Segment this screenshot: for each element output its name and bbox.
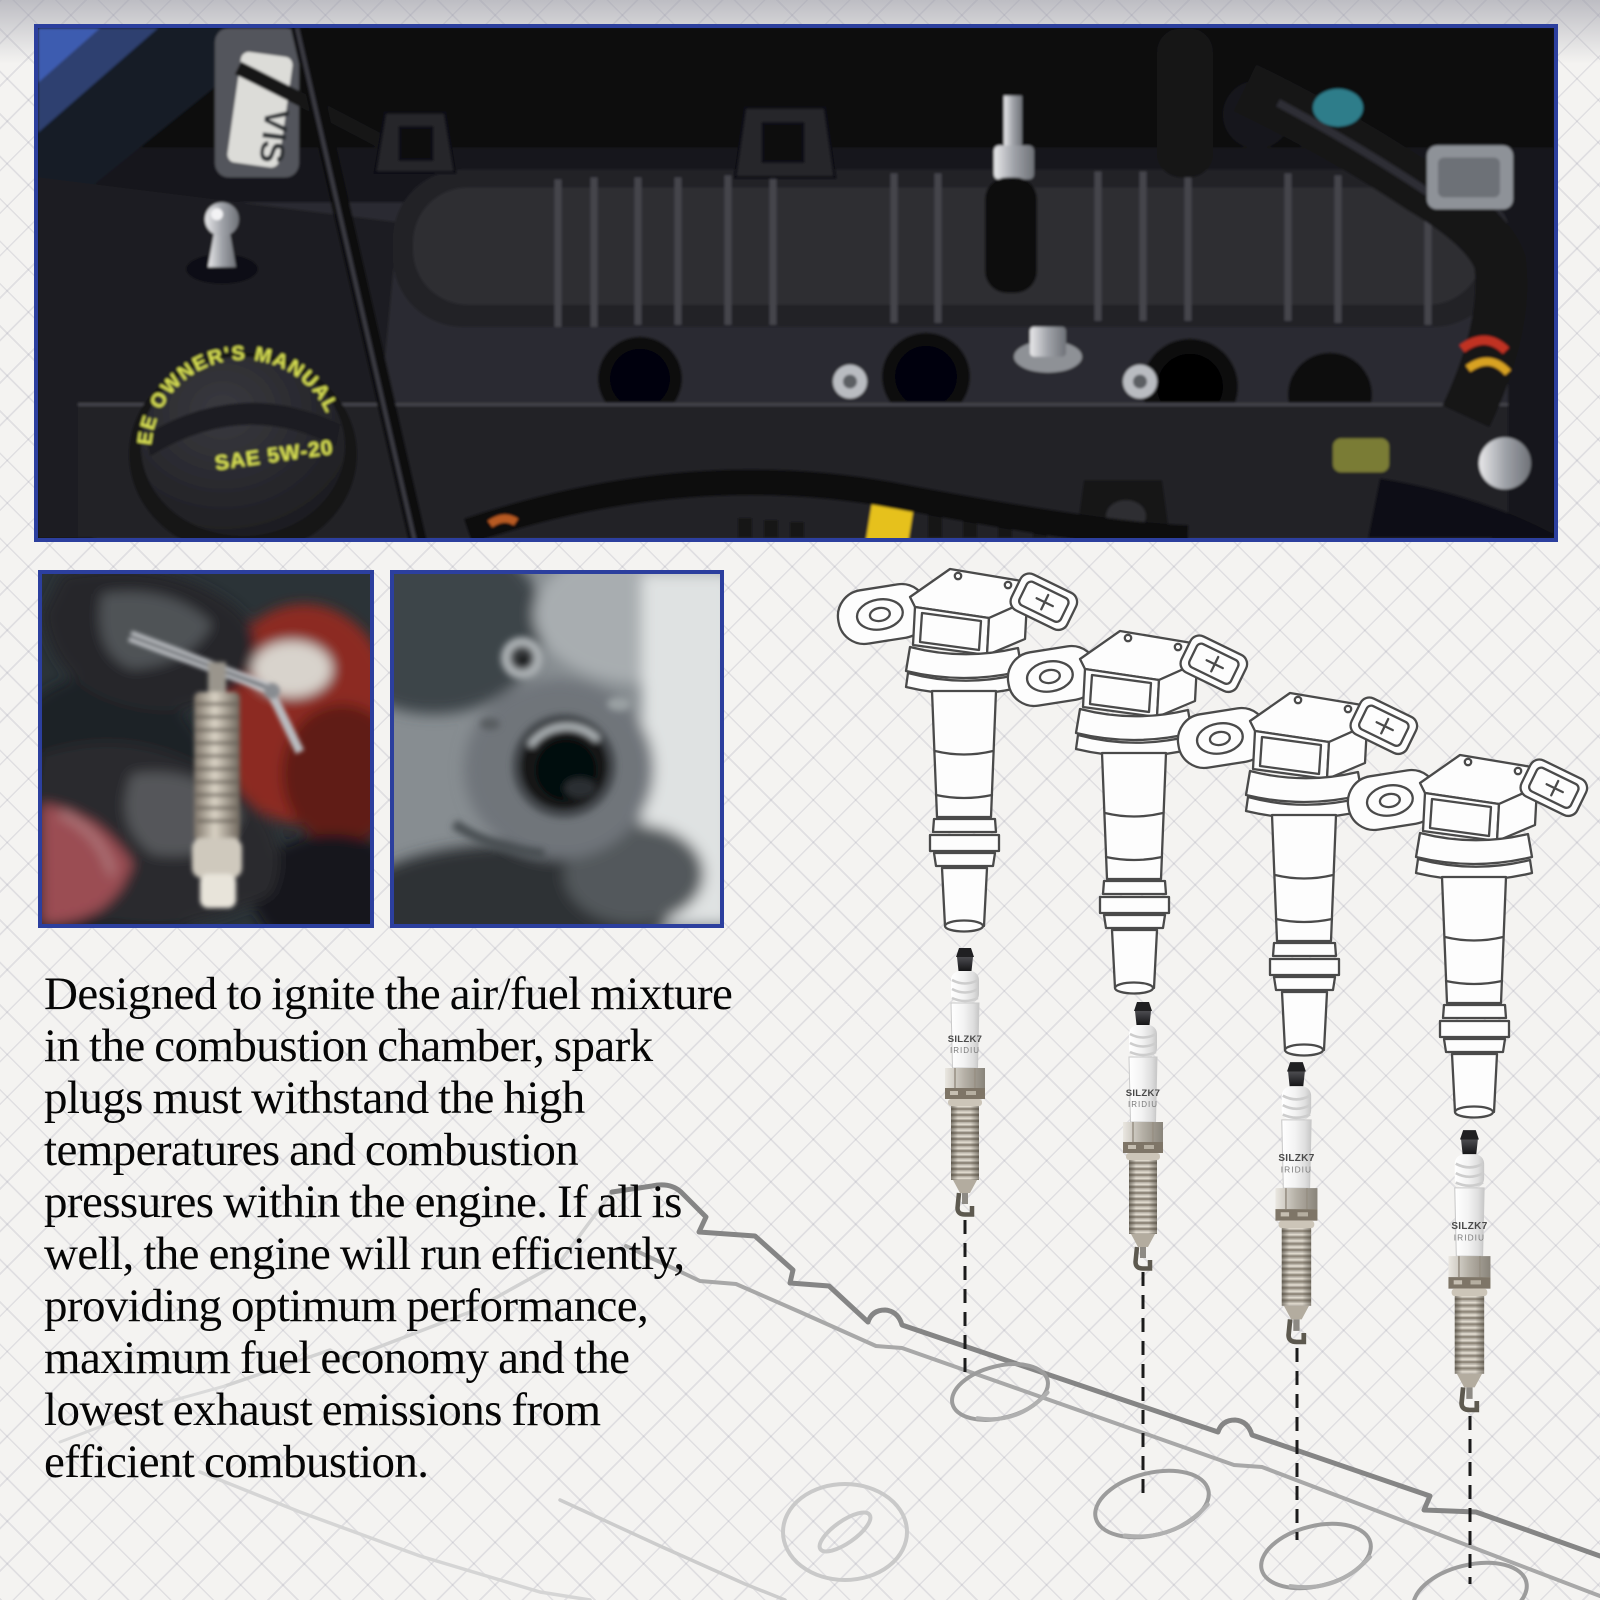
description-line: in the combustion chamber, spark [44,1020,653,1072]
glove-red-cuff [42,804,132,924]
ignition-coil-drawing-4 [1343,753,1592,1119]
description-line: temperatures and combustion [44,1124,579,1176]
teal-connector [1313,88,1363,127]
description-line: maximum fuel economy and the [44,1332,630,1384]
description-paragraph: Designed to ignite the air/fuel mixture … [44,968,854,1488]
spark-plug-removal-photo [38,570,374,928]
spark-plug-2 [1123,1002,1163,1269]
spark-plug-well-hole [512,714,616,818]
head-rim-lower [624,1244,1600,1598]
cylinder-head-outline [58,1182,1600,1600]
wiring-harness [463,469,1189,538]
description-line: efficient combustion. [44,1436,429,1488]
engine-bay-photo: VIS [34,24,1558,542]
spark-plug-well-photo [390,570,724,928]
description-line: well, the engine will run efficiently, [44,1228,685,1280]
canister-label: VIS [251,107,295,166]
parts-illustration: SILZK7 IRIDIU [58,567,1600,1600]
yellow-tag [863,495,915,538]
head-oil-cap-outline [781,1482,909,1582]
alignment-dashed-lines [963,1220,1472,1584]
description-line: plugs must withstand the high [44,1072,585,1124]
description-line: Designed to ignite the air/fuel mixture [44,968,733,1020]
t-handle-tool [128,630,305,754]
plug-hole-ovals [950,1362,1529,1600]
spark-plug-3 [1275,1062,1317,1342]
ignition-coil-drawing-2 [1003,629,1252,995]
ignition-coil-drawing-1 [833,567,1082,933]
valve-cover-ridge [393,169,1503,327]
held-spark-plug [192,662,242,908]
spark-plug-4 [1448,1130,1490,1410]
description-line: pressures within the engine. If all is [44,1176,682,1228]
recessed-screw [501,637,543,679]
description-line: providing optimum performance, [44,1280,649,1332]
spark-plug-1 [945,948,985,1215]
head-rim-upper [609,1182,1600,1559]
ignition-coil-drawing-3 [1173,691,1422,1057]
description-line: lowest exhaust emissions from [44,1384,601,1436]
